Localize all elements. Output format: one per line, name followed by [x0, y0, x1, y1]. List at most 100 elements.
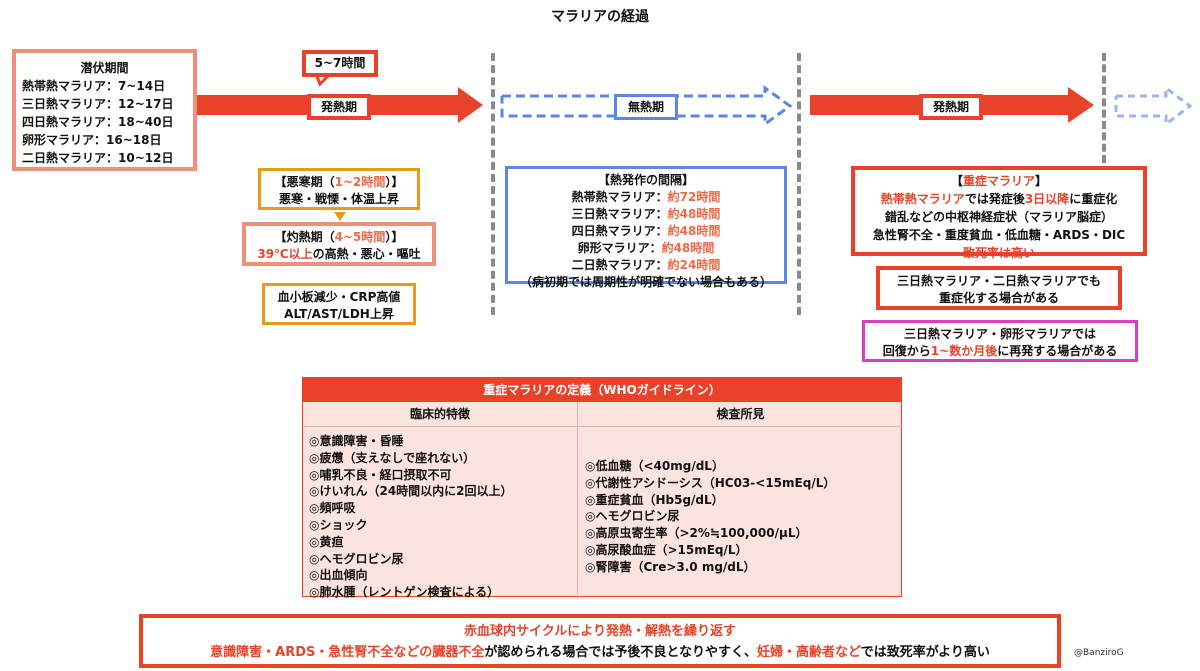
labs-line-1: 血小板減少・CRP高値 [277, 290, 401, 304]
hot-symptoms: の高熱・悪心・嘔吐 [312, 247, 421, 261]
interval-value: 約48時間 [667, 224, 721, 238]
vivax-severe-box: 三日熱マラリア・二日熱マラリアでも 重症化する場合がある [876, 266, 1122, 310]
summary-risk-groups: 妊婦・高齢者など [757, 645, 861, 660]
list-item: ◎けいれん（24時間以内に2回以上） [309, 484, 513, 499]
incubation-row: 三日熱マラリア：12~17日 [22, 97, 174, 111]
severe-l1-c: 3日以降 [1024, 192, 1070, 206]
phase-divider-2 [797, 53, 801, 315]
fever-phase-label-2: 発熱期 [919, 94, 983, 120]
summary-l2-b: が認められる場合では予後不良となりやすく、 [484, 645, 757, 660]
fever-phase-label-1: 発熱期 [307, 94, 371, 120]
list-item: ◎代謝性アシドーシス（HC03-<15mEq/L） [585, 475, 836, 490]
chills-phase-box: 【悪寒期（1~2時間）】 悪寒・戦慄・体温上昇 [258, 168, 420, 210]
list-item: ◎ヘモグロビン尿 [309, 551, 404, 566]
incubation-box: 潜伏期間 熱帯熱マラリア：7~14日 三日熱マラリア：12~17日 四日熱マラリ… [12, 49, 197, 171]
list-item: ◎腎障害（Cre>3.0 mg/dL） [585, 559, 756, 574]
chills-duration: 1~2時間 [334, 175, 386, 189]
interval-label: 二日熱マラリア： [571, 258, 668, 272]
interval-note: （病初期では周期性が明確でない場合もある） [519, 275, 772, 289]
interval-label: 熱帯熱マラリア： [571, 190, 668, 204]
severe-title: 【重症マラリア】 [855, 172, 1143, 190]
list-item: ◎高原虫寄生率（>2%≒100,000/μL） [585, 526, 808, 541]
chills-title: 【悪寒期（1~2時間）】 [261, 174, 417, 191]
hot-duration: 4~5時間 [334, 230, 386, 244]
severe-title-a: 【 [950, 174, 963, 188]
relapse-line-2: 回復から1~数か月後に再発する場合がある [865, 343, 1135, 360]
summary-organ-failure: 意識障害・ARDS・急性腎不全などの臓器不全 [210, 645, 485, 660]
list-item: ◎高尿酸血症（>15mEq/L） [585, 542, 748, 557]
interval-row: 二日熱マラリア：約24時間 [508, 257, 784, 274]
severe-malaria-box: 【重症マラリア】 熱帯熱マラリアでは発症後3日以降に重症化 錯乱などの中枢神経症… [851, 166, 1147, 260]
severe-l1-b: では発症後 [964, 192, 1025, 206]
relapse-line-1: 三日熱マラリア・卵形マラリアでは [903, 327, 1096, 341]
interval-label: 卵形マラリア： [577, 241, 662, 255]
interval-value: 約72時間 [667, 190, 721, 204]
list-item: ◎ショック [309, 517, 368, 532]
hot-phase-box: 【灼熱期（4~5時間）】 39℃以上の高熱・悪心・嘔吐 [242, 222, 436, 266]
interval-title: 【熱発作の間隔】 [597, 173, 694, 187]
list-item: ◎意識障害・昏睡 [309, 434, 404, 448]
severe-l1-d: に重症化 [1069, 192, 1118, 206]
afebrile-phase-label: 無熱期 [614, 94, 678, 120]
severe-line-2: 錯乱などの中枢神経症状（マラリア脳症） [884, 210, 1113, 224]
vivax-severe-line-2: 重症化する場合がある [938, 291, 1059, 305]
afebrile-phase-text: 無熱期 [627, 100, 664, 114]
severe-line-1: 熱帯熱マラリアでは発症後3日以降に重症化 [855, 190, 1143, 208]
callout-text: 5~7時間 [314, 56, 366, 70]
relapse-box: 三日熱マラリア・卵形マラリアでは 回復から1~数か月後に再発する場合がある [862, 320, 1138, 362]
author-credit: @BanziroG [1074, 648, 1124, 658]
phase-divider-3 [1102, 53, 1106, 163]
incubation-row: 卵形マラリア：16~18日 [22, 133, 162, 147]
who-definition-table: 重症マラリアの定義（WHOガイドライン） 臨床的特徴 検査所見 ◎意識障害・昏睡… [302, 377, 903, 599]
table-header: 重症マラリアの定義（WHOガイドライン） [303, 378, 901, 402]
interval-value: 約24時間 [667, 258, 721, 272]
clinical-list: ◎意識障害・昏睡 ◎疲憊（支えなしで座れない） ◎哺乳不良・経口摂取不可 ◎けい… [309, 433, 513, 601]
summary-line-2: 意識障害・ARDS・急性腎不全などの臓器不全が認められる場合では予後不良となりや… [143, 642, 1057, 663]
severe-line-3: 急性腎不全・重度貧血・低血糖・ARDS・DIC [872, 228, 1126, 242]
incubation-row: 熱帯熱マラリア：7~14日 [22, 79, 166, 93]
summary-box: 赤血球内サイクルにより発熱・解熱を繰り返す 意識障害・ARDS・急性腎不全などの… [139, 614, 1061, 668]
vivax-severe-line-1: 三日熱マラリア・二日熱マラリアでも [896, 274, 1101, 288]
lab-list: ◎低血糖（<40mg/dL） ◎代謝性アシドーシス（HC03-<15mEq/L）… [585, 458, 835, 576]
chills-body: 悪寒・戦慄・体温上昇 [278, 192, 399, 206]
list-item: ◎哺乳不良・経口摂取不可 [309, 467, 452, 482]
interval-row: 四日熱マラリア：約48時間 [508, 223, 784, 240]
summary-l2-d: では致死率がより高い [860, 645, 990, 660]
severe-title-b: 重症マラリア [962, 174, 1035, 188]
hot-title-c: ）】 [385, 230, 404, 244]
severe-l1-a: 熱帯熱マラリア [880, 192, 965, 206]
labs-line-2: ALT/AST/LDH上昇 [284, 307, 394, 321]
severe-line-4: 致死率は高い [962, 246, 1035, 260]
list-item: ◎ヘモグロビン尿 [585, 509, 680, 524]
clinical-column-header: 臨床的特徴 [303, 402, 577, 427]
incubation-row: 二日熱マラリア：10~12日 [22, 151, 174, 165]
interval-label: 四日熱マラリア： [571, 224, 668, 238]
hot-title: 【灼熱期（4~5時間）】 [246, 229, 432, 246]
list-item: ◎重症貧血（Hb5g/dL） [585, 492, 724, 507]
chills-title-c: ）】 [385, 175, 404, 189]
fever-phase-text-1: 発熱期 [320, 100, 357, 114]
list-item: ◎低血糖（<40mg/dL） [585, 459, 724, 473]
list-item: ◎頻呼吸 [309, 501, 356, 516]
fever-phase-text-2: 発熱期 [932, 100, 969, 114]
lab-findings-box: 血小板減少・CRP高値 ALT/AST/LDH上昇 [262, 283, 416, 325]
chills-to-hot-arrow [334, 212, 346, 221]
interval-value: 約48時間 [667, 207, 721, 221]
lab-column-header: 検査所見 [578, 402, 903, 427]
interval-row: 熱帯熱マラリア：約72時間 [508, 189, 784, 206]
hot-temp: 39℃以上 [257, 247, 313, 261]
relapse-period: 1~数か月後 [930, 344, 998, 358]
interval-row: 卵形マラリア：約48時間 [508, 240, 784, 257]
relapse-l2-c: に再発する場合がある [997, 344, 1118, 358]
page-title: マラリアの経過 [551, 9, 649, 25]
incubation-header: 潜伏期間 [80, 61, 129, 75]
list-item: ◎出血傾向 [309, 568, 368, 583]
list-item: ◎黄疸 [309, 534, 344, 549]
chills-title-a: 【悪寒期（ [274, 175, 335, 189]
list-item: ◎肺水腫（レントゲン検査による） [309, 585, 500, 600]
column-divider [577, 402, 578, 598]
hot-body: 39℃以上の高熱・悪心・嘔吐 [246, 246, 432, 263]
hot-title-a: 【灼熱期（ [274, 230, 335, 244]
list-item: ◎疲憊（支えなしで座れない） [309, 450, 476, 465]
interval-value: 約48時間 [661, 241, 715, 255]
